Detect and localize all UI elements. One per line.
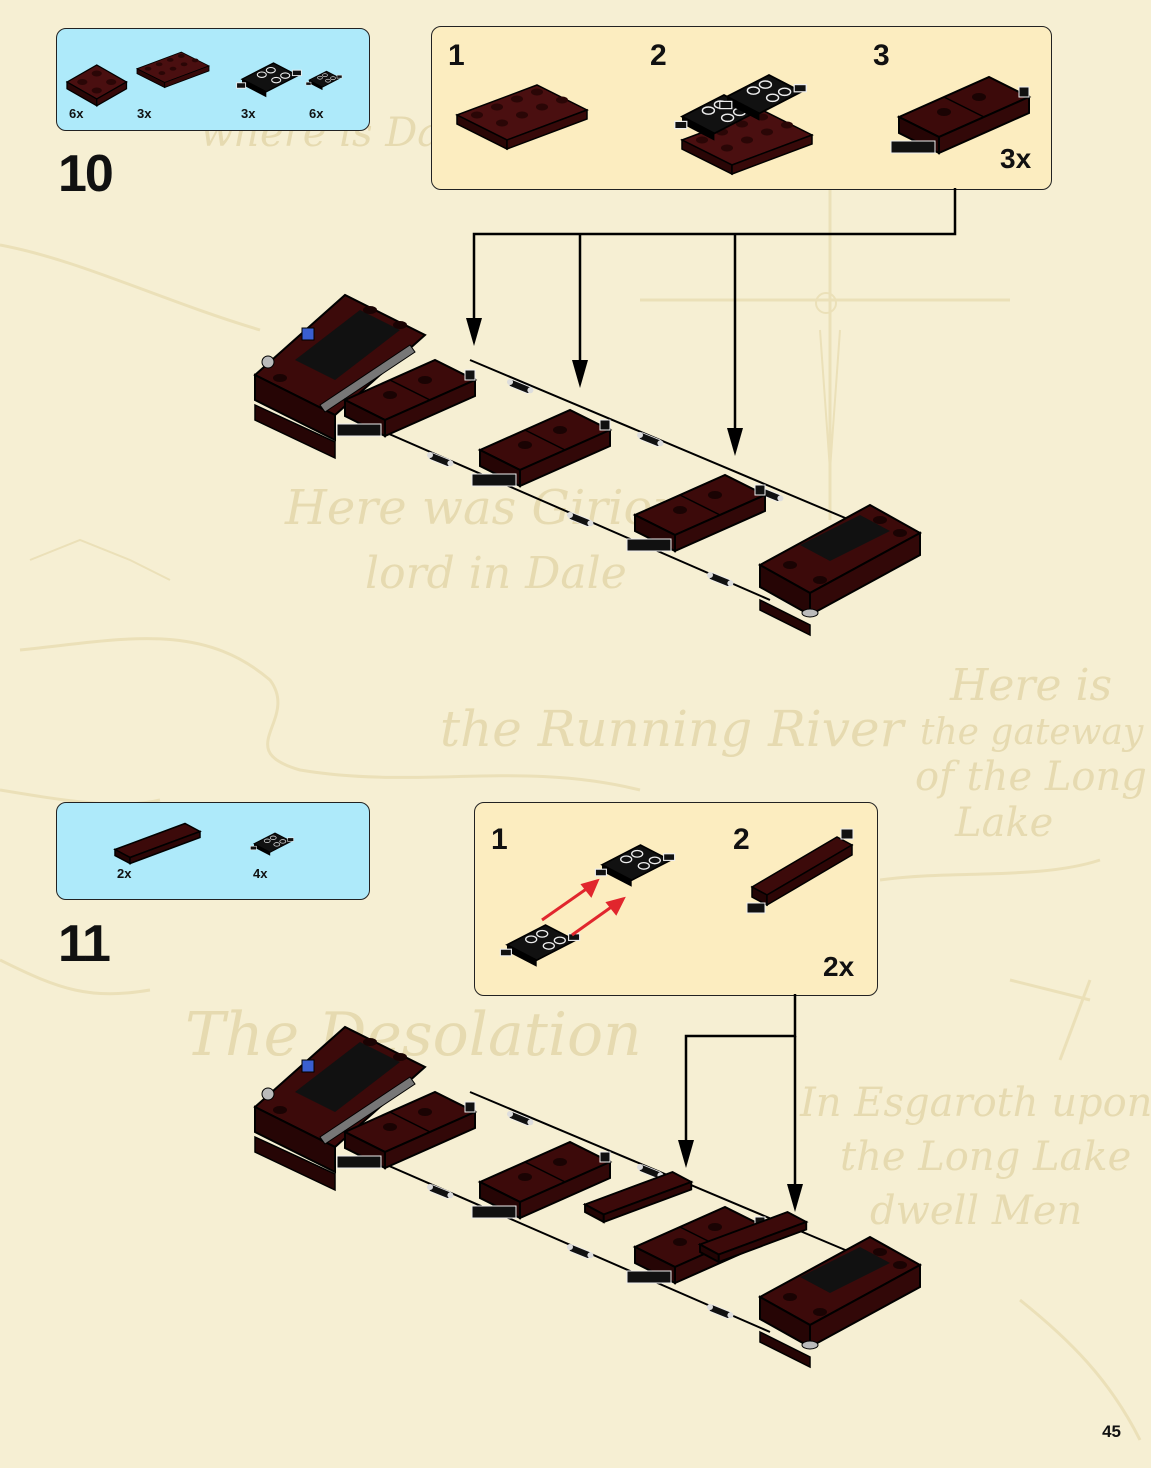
model-step-11 — [250, 1022, 930, 1392]
page-number: 45 — [1102, 1422, 1121, 1442]
